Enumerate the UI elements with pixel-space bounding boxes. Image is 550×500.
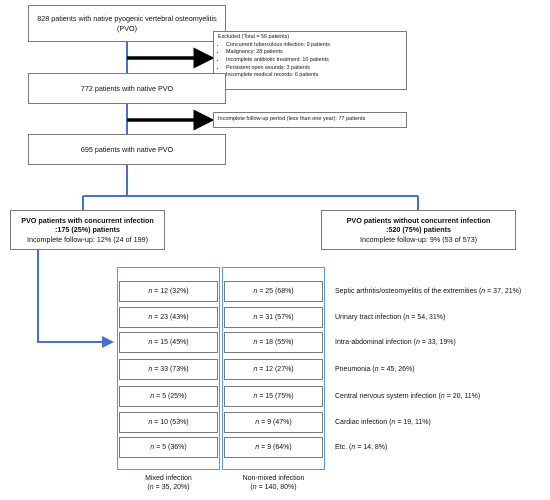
mixed-cell: n = 5 (36%): [119, 437, 218, 458]
non-mixed-infection-stats: (n = 140, 80%): [250, 484, 297, 492]
mixed-cell: n = 15 (45%): [119, 332, 218, 353]
excluded-item: Incomplete medical records: 6 patients: [226, 72, 402, 80]
nonmixed-cell: n = 25 (68%): [224, 281, 323, 302]
excluded-box: Excluded (Total = 56 patients) Concurren…: [213, 31, 407, 90]
nonmixed-cell: n = 9 (47%): [224, 412, 323, 433]
without-infection-title: PVO patients without concurrent infectio…: [346, 215, 491, 225]
table-row: n = 5 (36%) n = 9 (64%) Etc. (n = 14, 8%…: [0, 437, 550, 458]
step2-text: 772 patients with native PVO: [80, 83, 174, 93]
with-infection-count: :175 (25%) patients: [54, 225, 121, 235]
table-row: n = 10 (53%) n = 9 (47%) Cardiac infecti…: [0, 412, 550, 433]
followup-excluded-text: Incomplete follow-up period (less than o…: [218, 116, 366, 123]
row-label: Etc. (n = 14, 8%): [335, 444, 388, 451]
non-mixed-infection-title: Non-mixed infection: [242, 475, 305, 482]
non-mixed-infection-label: Non-mixed infection (n = 140, 80%): [222, 474, 325, 493]
table-row: n = 12 (32%) n = 25 (68%) Septic arthrit…: [0, 281, 550, 302]
start-box: 828 patients with native pyogenic verteb…: [28, 5, 226, 42]
with-infection-followup: Incomplete follow-up: 12% (24 of 199): [26, 234, 149, 244]
excluded-title: Excluded (Total = 56 patients): [218, 34, 290, 40]
nonmixed-cell: n = 9 (64%): [224, 437, 323, 458]
without-infection-box: PVO patients without concurrent infectio…: [321, 210, 516, 250]
excluded-item: Incomplete antibiotic treatment: 10 pati…: [226, 57, 402, 65]
row-label: Intra-abdominal infection (n = 33, 19%): [335, 339, 456, 346]
step3-text: 695 patients with native PVO: [80, 144, 174, 154]
without-infection-followup: Incomplete follow-up: 9% (53 of 573): [359, 234, 478, 244]
mixed-cell: n = 23 (43%): [119, 307, 218, 328]
followup-excluded-box: Incomplete follow-up period (less than o…: [213, 112, 407, 128]
arrow-to-table: [37, 250, 114, 348]
nonmixed-cell: n = 18 (55%): [224, 332, 323, 353]
with-infection-box: PVO patients with concurrent infection :…: [10, 210, 165, 250]
row-label: Urinary tract infection (n = 54, 31%): [335, 314, 446, 321]
mixed-infection-stats: (n = 35, 20%): [147, 484, 190, 492]
table-row: n = 15 (45%) n = 18 (55%) Intra-abdomina…: [0, 332, 550, 353]
start-text: 828 patients with native pyogenic verteb…: [37, 14, 217, 33]
mixed-cell: n = 5 (25%): [119, 386, 218, 407]
excluded-item: Persistent open wounds: 3 patients: [226, 65, 402, 73]
row-label: Septic arthritis/osteomyelitis of the ex…: [335, 288, 522, 295]
row-label: Central nervous system infection (n = 20…: [335, 393, 481, 400]
row-label: Pneumonia (n = 45, 26%): [335, 366, 415, 373]
with-infection-title: PVO patients with concurrent infection: [21, 215, 154, 225]
nonmixed-cell: n = 15 (75%): [224, 386, 323, 407]
nonmixed-cell: n = 12 (27%): [224, 359, 323, 380]
without-infection-count: :520 (75%) patients: [385, 225, 452, 235]
excluded-item: Concurrent tuberculous infection: 9 pati…: [226, 42, 402, 50]
row-label: Cardiac infection (n = 19, 11%): [335, 419, 431, 426]
step2-box: 772 patients with native PVO: [28, 73, 226, 104]
step3-box: 695 patients with native PVO: [28, 134, 226, 165]
mixed-infection-label: Mixed infection (n = 35, 20%): [117, 474, 220, 493]
mixed-infection-title: Mixed infection: [145, 475, 192, 482]
table-row: n = 33 (73%) n = 12 (27%) Pneumonia (n =…: [0, 359, 550, 380]
nonmixed-cell: n = 31 (57%): [224, 307, 323, 328]
table-row: n = 23 (43%) n = 31 (57%) Urinary tract …: [0, 307, 550, 328]
table-row: n = 5 (25%) n = 15 (75%) Central nervous…: [0, 386, 550, 407]
excluded-item: Malignancy: 28 patients: [226, 49, 402, 57]
mixed-cell: n = 10 (53%): [119, 412, 218, 433]
excluded-list: Concurrent tuberculous infection: 9 pati…: [218, 42, 402, 80]
mixed-cell: n = 12 (32%): [119, 281, 218, 302]
mixed-cell: n = 33 (73%): [119, 359, 218, 380]
